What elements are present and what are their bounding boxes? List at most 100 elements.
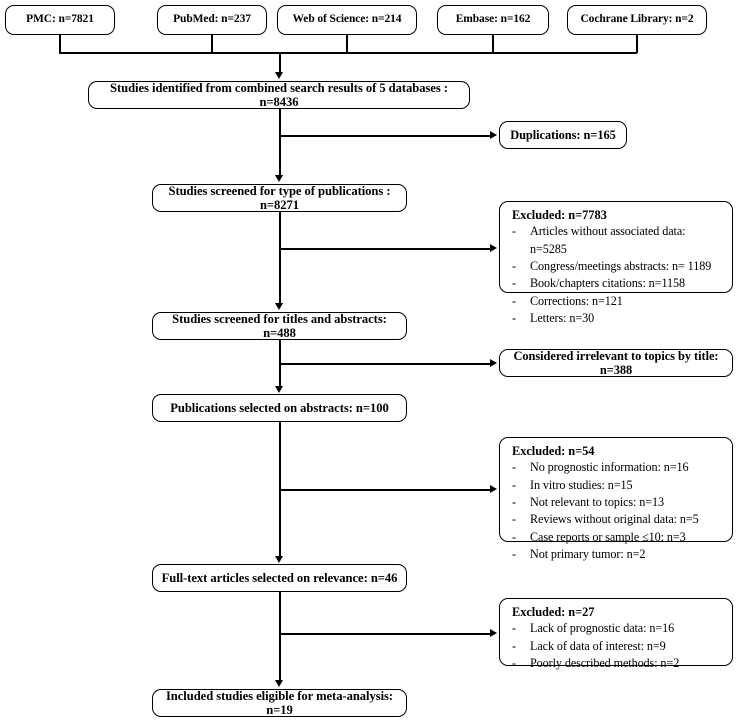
side-box-duplications: Duplications: n=165 (499, 121, 627, 149)
excluded-reason-list: -Articles without associated data: n=528… (512, 223, 724, 327)
source-label: PubMed: n=237 (173, 13, 251, 26)
arrow-to-excluded-2 (490, 485, 497, 493)
list-item-label: No prognostic information: n=16 (530, 460, 689, 475)
bullet-dash: - (512, 293, 516, 308)
bullet-dash: - (512, 546, 516, 561)
excluded-title: Excluded: n=7783 (512, 208, 607, 222)
source-label: PMC: n=7821 (26, 13, 94, 26)
list-item-label: Letters: n=30 (530, 310, 595, 325)
connector-spine-1 (279, 109, 281, 177)
excluded-box-1: Excluded: n=7783 -Articles without assoc… (499, 201, 733, 325)
list-item-label: Not primary tumor: n=2 (530, 546, 646, 561)
main-box-label: Studies identified from combined search … (110, 80, 448, 109)
list-item: -Not primary tumor: n=2 (512, 546, 724, 563)
source-box-pubmed: PubMed: n=237 (157, 5, 267, 35)
list-item: -Case reports or sample ≤10: n=3 (512, 529, 724, 546)
list-item: -Lack of data of interest: n=9 (512, 638, 724, 655)
main-box-label: Included studies eligible for meta-analy… (165, 688, 394, 717)
connector-source-wos-drop (346, 35, 348, 53)
connector-source-pmc-drop (59, 35, 61, 53)
list-item-label: Corrections: n=121 (530, 293, 623, 308)
connector-branch-excluded-1 (279, 248, 492, 250)
connector-branch-excluded-3 (279, 633, 492, 635)
bullet-dash: - (512, 276, 516, 291)
main-box-included-studies: Included studies eligible for meta-analy… (152, 689, 407, 717)
excluded-reason-list: -Lack of prognostic data: n=16 -Lack of … (512, 620, 724, 672)
source-box-pmc: PMC: n=7821 (5, 5, 115, 35)
arrow-to-excluded-3 (490, 629, 497, 637)
list-item: -Congress/meetings abstracts: n= 1189 (512, 258, 724, 275)
side-box-irrelevant: Considered irrelevant to topics by title… (499, 349, 733, 377)
source-label: Embase: n=162 (455, 13, 531, 26)
connector-source-cochrane-drop (636, 35, 638, 53)
main-box-publications-abstracts: Publications selected on abstracts: n=10… (152, 394, 407, 422)
list-item: -Lack of prognostic data: n=16 (512, 620, 724, 637)
list-item: -Letters: n=30 (512, 310, 724, 327)
arrow-to-irrelevant (490, 359, 497, 367)
connector-spine-5 (279, 592, 281, 682)
connector-source-rail (59, 52, 637, 54)
bullet-dash: - (512, 258, 516, 273)
main-box-label: Studies screened for titles and abstract… (172, 311, 387, 340)
arrow-to-excluded-1 (490, 244, 497, 252)
main-box-identified: Studies identified from combined search … (88, 81, 470, 109)
bullet-dash: - (512, 512, 516, 527)
excluded-title: Excluded: n=27 (512, 605, 595, 619)
arrow-to-screened-titles (275, 303, 283, 310)
connector-branch-duplications (279, 135, 492, 137)
list-item-label: Reviews without original data: n=5 (530, 512, 699, 527)
connector-source-embase-drop (492, 35, 494, 53)
bullet-dash: - (512, 224, 516, 239)
bullet-dash: - (512, 621, 516, 636)
list-item: -No prognostic information: n=16 (512, 459, 724, 476)
list-item-label: Poorly described methods: n=2 (530, 655, 680, 670)
bullet-dash: - (512, 529, 516, 544)
list-item-label: Not relevant to topics: n=13 (530, 494, 665, 509)
source-box-embase: Embase: n=162 (437, 5, 549, 35)
arrow-to-publications (275, 386, 283, 393)
arrow-to-duplications (490, 131, 497, 139)
arrow-to-included (275, 680, 283, 687)
excluded-box-2: Excluded: n=54 -No prognostic informatio… (499, 437, 733, 561)
connector-spine-2 (279, 212, 281, 305)
list-item-label: Congress/meetings abstracts: n= 1189 (530, 258, 712, 273)
side-box-label: Duplications: n=165 (510, 127, 616, 142)
list-item-label: Lack of prognostic data: n=16 (530, 621, 675, 636)
list-item-label: Case reports or sample ≤10: n=3 (530, 529, 686, 544)
excluded-title: Excluded: n=54 (512, 444, 595, 458)
excluded-reason-list: -No prognostic information: n=16 -In vit… (512, 459, 724, 563)
list-item: -In vitro studies: n=15 (512, 477, 724, 494)
list-item: -Not relevant to topics: n=13 (512, 494, 724, 511)
bullet-dash: - (512, 494, 516, 509)
arrow-to-identified (275, 72, 283, 79)
main-box-screened-type: Studies screened for type of publication… (152, 184, 407, 212)
connector-source-pubmed-drop (211, 35, 213, 53)
arrow-to-screened-type (275, 175, 283, 182)
list-item: -Corrections: n=121 (512, 293, 724, 310)
connector-rail-to-identified (279, 52, 281, 74)
list-item-label: Book/chapters citations: n=1158 (530, 276, 685, 291)
main-box-label: Publications selected on abstracts: n=10… (170, 400, 389, 415)
list-item: -Articles without associated data: n=528… (512, 223, 724, 258)
list-item-label: Articles without associated data: n=5285 (530, 224, 686, 256)
list-item-label: In vitro studies: n=15 (530, 477, 633, 492)
bullet-dash: - (512, 477, 516, 492)
main-box-label: Full-text articles selected on relevance… (161, 570, 398, 585)
excluded-box-3: Excluded: n=27 -Lack of prognostic data:… (499, 598, 733, 670)
bullet-dash: - (512, 460, 516, 475)
source-label: Web of Science: n=214 (292, 13, 402, 26)
side-box-label: Considered irrelevant to topics by title… (513, 348, 719, 377)
connector-branch-excluded-2 (279, 489, 492, 491)
bullet-dash: - (512, 310, 516, 325)
bullet-dash: - (512, 638, 516, 653)
bullet-dash: - (512, 655, 516, 670)
list-item: -Book/chapters citations: n=1158 (512, 275, 724, 292)
main-box-fulltext-relevance: Full-text articles selected on relevance… (152, 564, 407, 592)
connector-branch-irrelevant (279, 363, 492, 365)
source-box-cochrane-library: Cochrane Library: n=2 (567, 5, 707, 35)
list-item: -Poorly described methods: n=2 (512, 655, 724, 672)
source-box-web-of-science: Web of Science: n=214 (277, 5, 417, 35)
arrow-to-fulltext (275, 556, 283, 563)
list-item-label: Lack of data of interest: n=9 (530, 638, 666, 653)
